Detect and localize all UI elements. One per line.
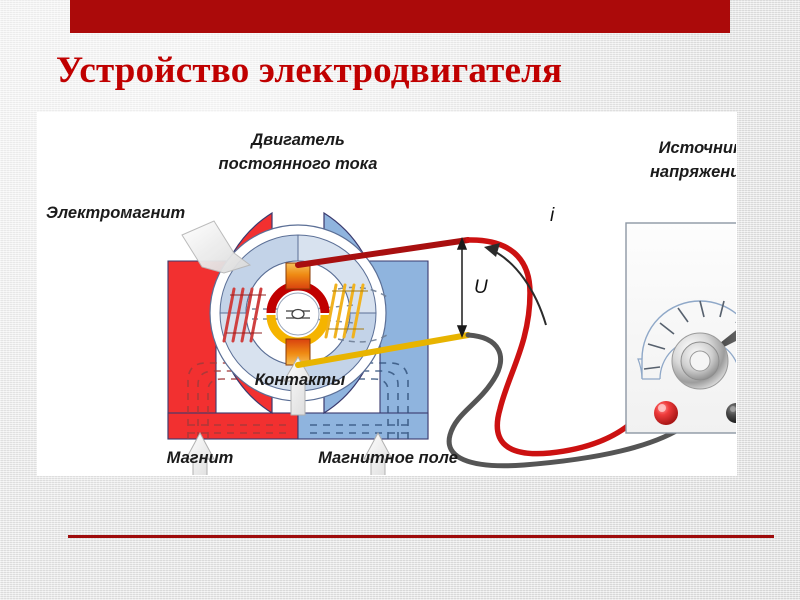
commutator [266, 281, 330, 347]
magnetic-field-lines-right [310, 362, 409, 439]
label-electromagnet: Электромагнит [46, 204, 185, 222]
coil-right [324, 283, 368, 339]
electromagnet-callout-arrow [181, 220, 252, 274]
label-magnet: Магнит [167, 449, 234, 467]
voltage-source-meter [625, 222, 736, 434]
label-source-line1: Источник [659, 139, 736, 157]
meter-hub [671, 332, 729, 390]
label-magnetic-field: Магнитное поле [318, 449, 458, 467]
label-source-line2: напряжения [650, 163, 736, 181]
label-motor-title-line2: постоянного тока [219, 155, 378, 173]
magnetic-field-lines [187, 362, 286, 439]
contacts-callout-arrow [283, 356, 313, 416]
meter-scale [637, 300, 736, 380]
label-voltage-symbol: U [474, 277, 488, 298]
motor-diagram: Двигатель постоянного тока Электромагнит… [46, 131, 736, 475]
terminal-positive [654, 401, 678, 425]
label-current-symbol: i [550, 205, 555, 226]
figure-card: Двигатель постоянного тока Электромагнит… [38, 113, 736, 475]
footer-rule [68, 535, 774, 538]
magnetic-field-callout-arrow [363, 431, 393, 475]
title-accent-bar [70, 0, 730, 33]
wire-positive [295, 237, 641, 457]
terminal-negative [726, 403, 736, 423]
magnet-callout-arrow [185, 431, 215, 475]
voltage-measure-arrow [456, 236, 468, 339]
coil-left [222, 287, 266, 343]
label-contacts: Контакты [255, 371, 346, 389]
wire-negative [295, 332, 689, 469]
label-motor-title-line1: Двигатель [249, 131, 345, 149]
current-direction-arrow [484, 243, 547, 326]
page-title: Устройство электродвигателя [56, 50, 563, 91]
